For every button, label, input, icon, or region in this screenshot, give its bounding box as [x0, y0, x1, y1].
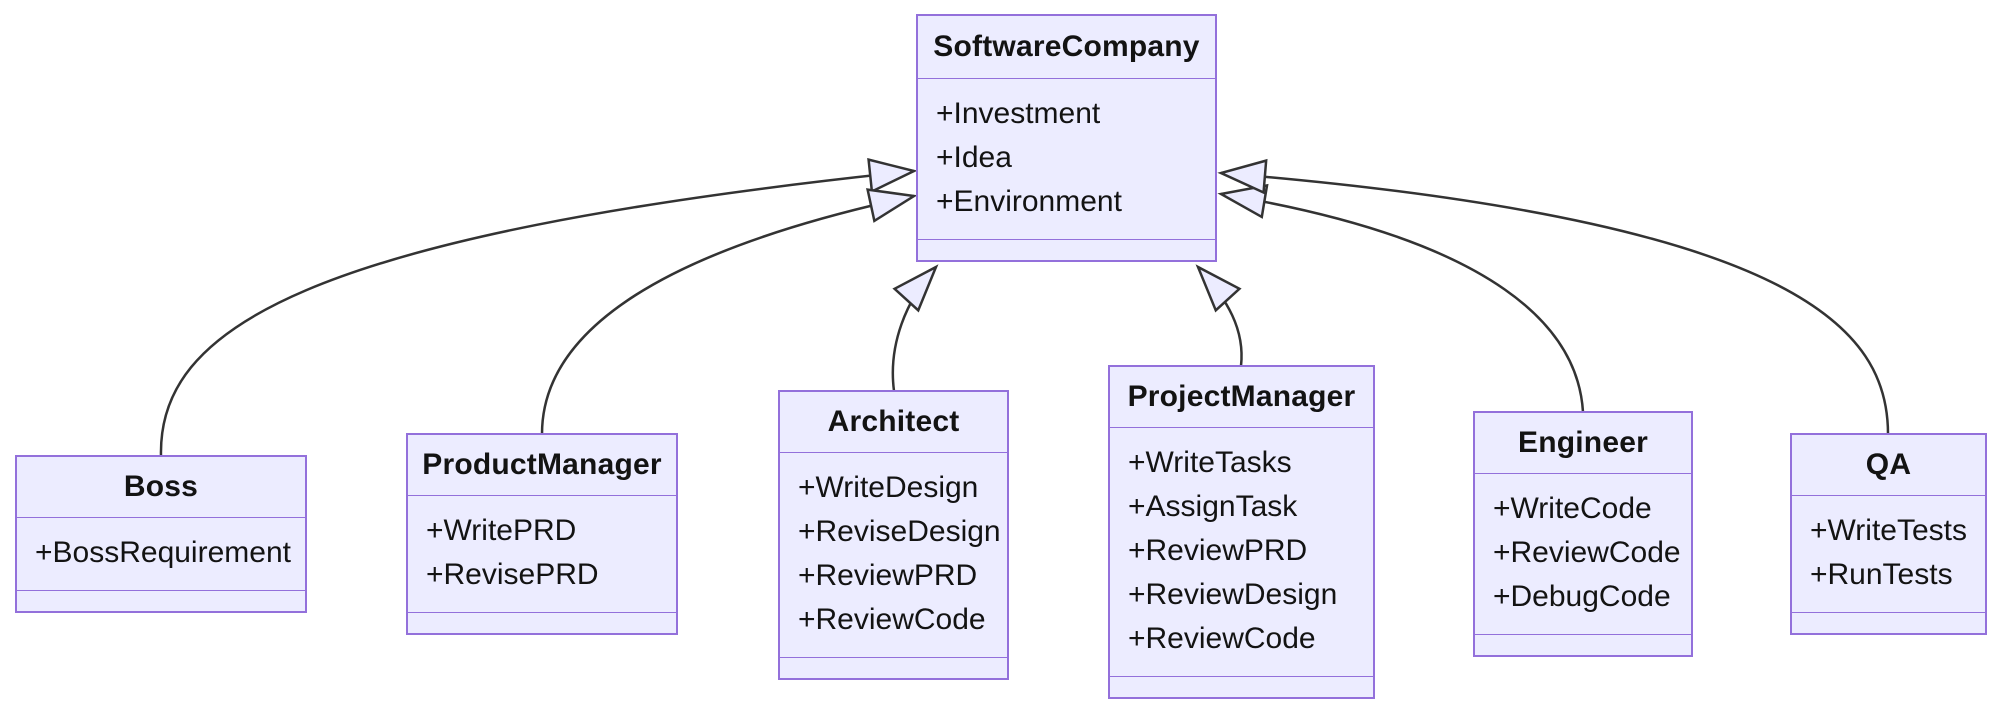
- inheritance-edge-architect-to-softwarecompany: [891, 264, 939, 392]
- attribute-row: +AssignTask: [1128, 490, 1298, 523]
- class-engineer: Engineer +WriteCode +ReviewCode +DebugCode: [1473, 411, 1693, 657]
- class-qa-attributes: +WriteTests +RunTests: [1792, 496, 1985, 612]
- attribute-row: +ReviewPRD: [798, 559, 978, 592]
- attribute-row: +ReviewCode: [798, 603, 986, 636]
- attribute-row: +Idea: [936, 141, 1012, 174]
- attribute-row: +ReviewCode: [1493, 536, 1681, 569]
- class-architect-methods: [780, 657, 1007, 678]
- class-softwarecompany-attributes: +Investment +Idea +Environment: [918, 79, 1215, 239]
- class-qa-methods: [1792, 612, 1985, 633]
- class-softwarecompany: SoftwareCompany +Investment +Idea +Environ…: [916, 14, 1217, 262]
- attribute-row: +Environment: [936, 185, 1122, 218]
- attribute-row: +Investment: [936, 97, 1101, 130]
- class-architect-title: Architect: [780, 392, 1007, 453]
- attribute-row: +RevisePRD: [426, 558, 599, 591]
- attribute-row: +ReviewDesign: [1128, 578, 1338, 611]
- attribute-row: +WritePRD: [426, 514, 577, 547]
- attribute-row: +ReviewPRD: [1128, 534, 1308, 567]
- class-boss-attributes: +BossRequirement: [17, 518, 305, 590]
- attribute-row: +ReviseDesign: [798, 515, 1001, 548]
- inheritance-edge-productmanager-to-softwarecompany: [540, 188, 918, 435]
- attribute-row: +RunTests: [1810, 558, 1953, 591]
- attribute-row: +BossRequirement: [35, 536, 291, 569]
- class-projectmanager-attributes: +WriteTasks +AssignTask +ReviewPRD +ReviewD…: [1110, 428, 1373, 676]
- class-productmanager: ProductManager +WritePRD +RevisePRD: [406, 433, 678, 635]
- attribute-row: +WriteTasks: [1128, 446, 1292, 479]
- class-architect: Architect +WriteDesign +ReviseDesign +Revi…: [778, 390, 1009, 680]
- attribute-row: +WriteDesign: [798, 471, 979, 504]
- class-productmanager-attributes: +WritePRD +RevisePRD: [408, 496, 676, 612]
- inheritance-edge-projectmanager-to-softwarecompany: [1195, 264, 1243, 367]
- class-qa: QA +WriteTests +RunTests: [1790, 433, 1987, 635]
- class-productmanager-methods: [408, 612, 676, 633]
- attribute-row: +ReviewCode: [1128, 622, 1316, 655]
- attribute-row: +WriteCode: [1493, 492, 1652, 525]
- class-projectmanager-title: ProjectManager: [1110, 367, 1373, 428]
- class-boss: Boss +BossRequirement: [15, 455, 307, 613]
- class-engineer-attributes: +WriteCode +ReviewCode +DebugCode: [1475, 474, 1691, 634]
- inheritance-edge-boss-to-softwarecompany: [159, 158, 918, 457]
- class-engineer-methods: [1475, 634, 1691, 655]
- class-softwarecompany-methods: [918, 239, 1215, 260]
- attribute-row: +WriteTests: [1810, 514, 1967, 547]
- class-softwarecompany-title: SoftwareCompany: [918, 16, 1215, 79]
- class-architect-attributes: +WriteDesign +ReviseDesign +ReviewPRD +Revi…: [780, 453, 1007, 657]
- inheritance-edge-qa-to-softwarecompany: [1217, 158, 1890, 435]
- class-engineer-title: Engineer: [1475, 413, 1691, 474]
- class-productmanager-title: ProductManager: [408, 435, 676, 496]
- class-boss-methods: [17, 590, 305, 611]
- class-boss-title: Boss: [17, 457, 305, 518]
- class-qa-title: QA: [1792, 435, 1985, 496]
- attribute-row: +DebugCode: [1493, 580, 1671, 613]
- inheritance-edge-engineer-to-softwarecompany: [1217, 183, 1585, 413]
- class-projectmanager-methods: [1110, 676, 1373, 697]
- class-projectmanager: ProjectManager +WriteTasks +AssignTask +Re…: [1108, 365, 1375, 699]
